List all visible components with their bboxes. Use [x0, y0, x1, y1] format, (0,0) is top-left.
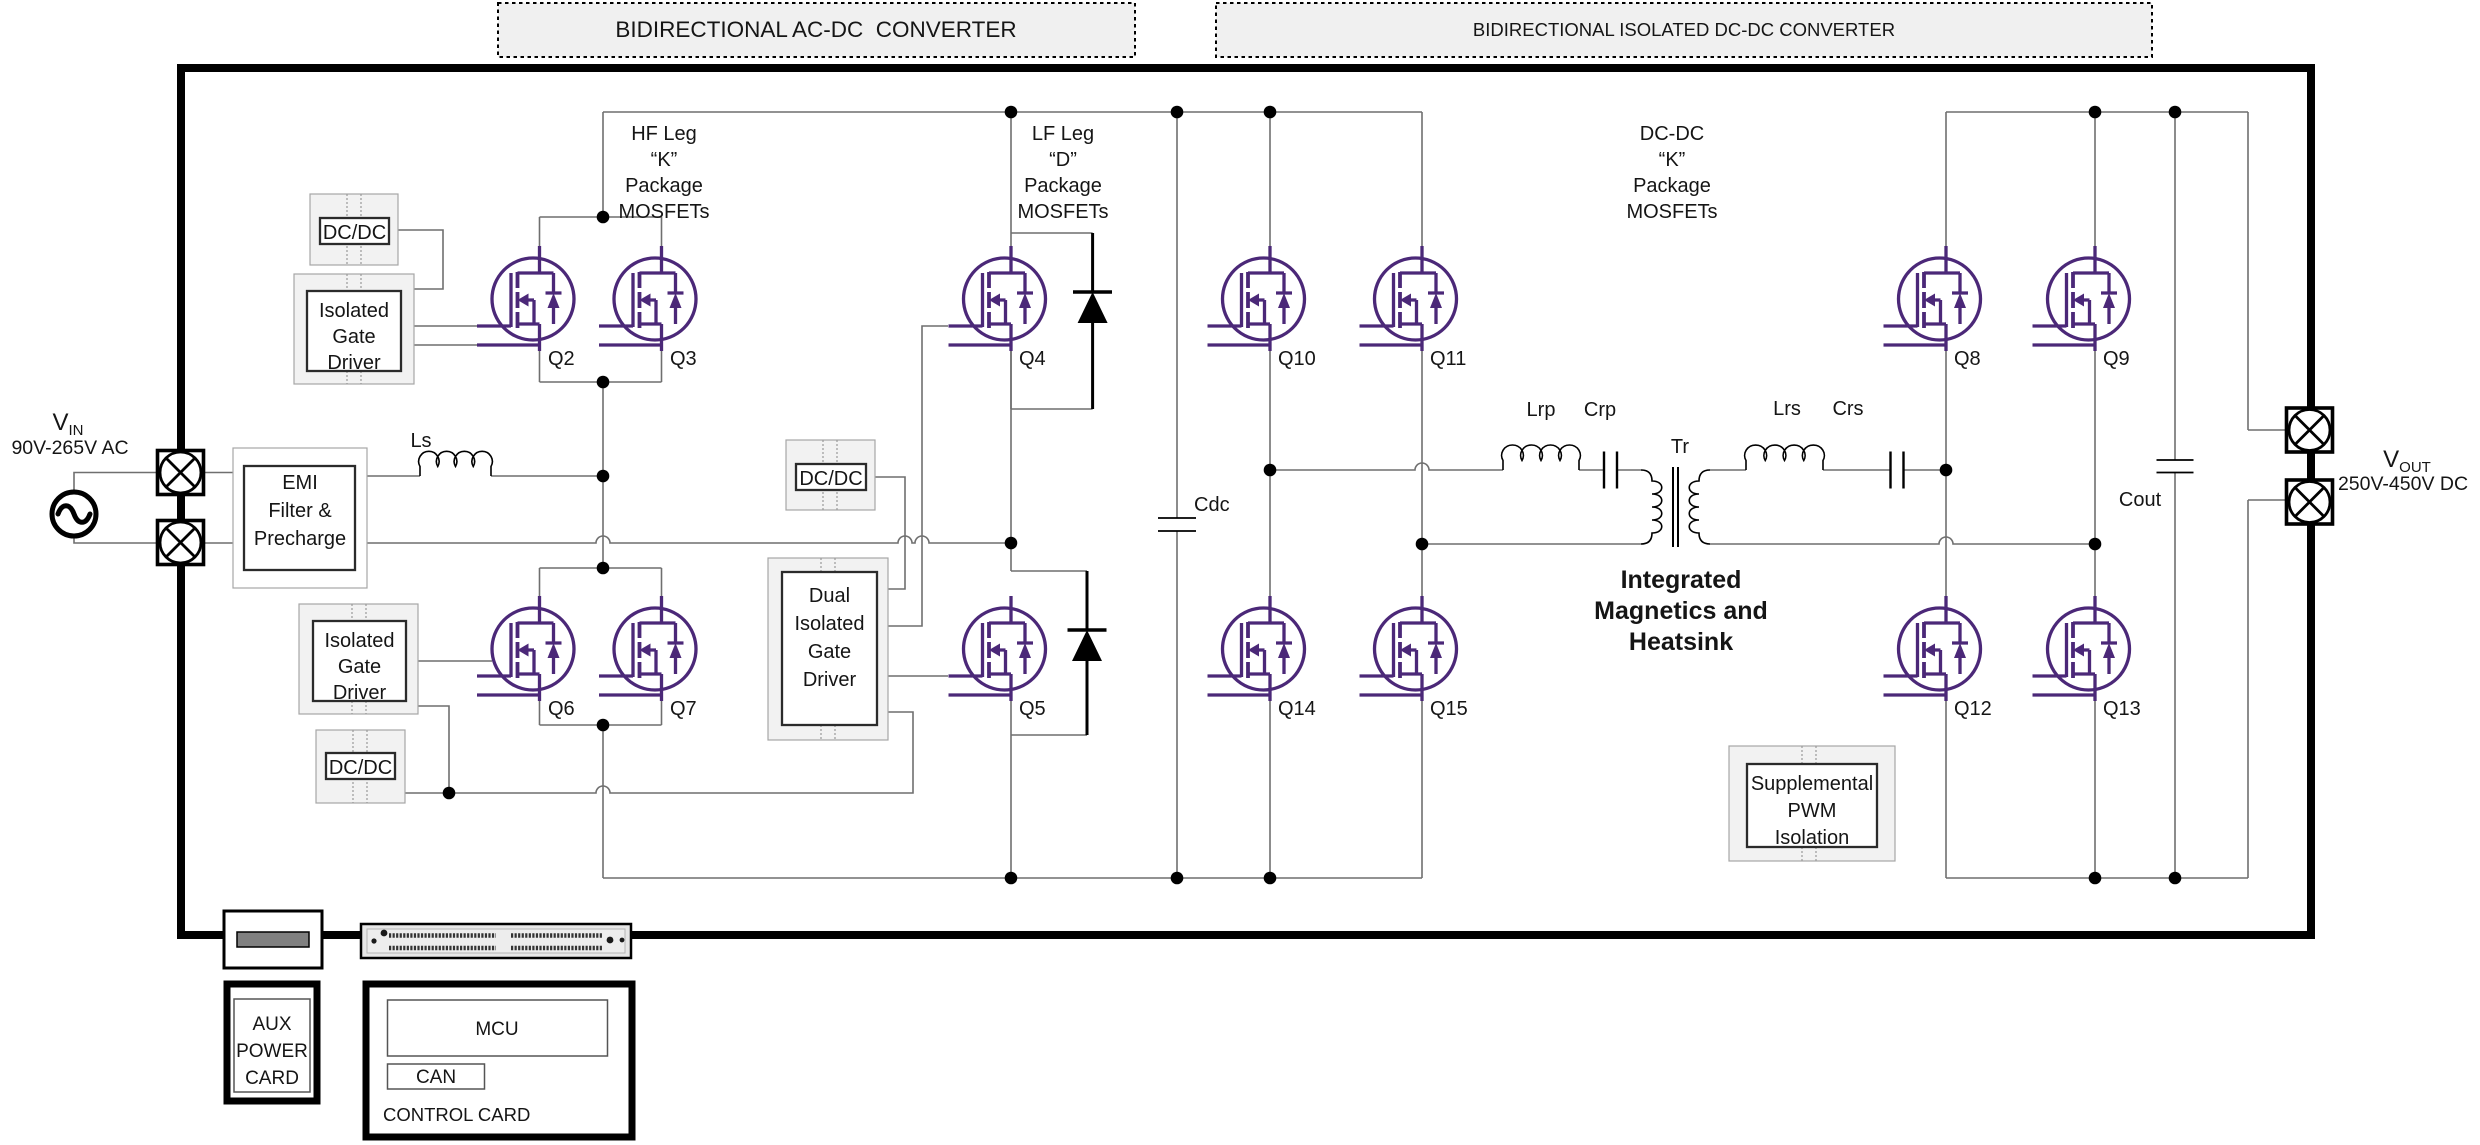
svg-text:Cout: Cout: [2119, 489, 2162, 511]
svg-text:Package: Package: [1024, 175, 1102, 197]
svg-text:BIDIRECTIONAL AC-DC CONVERTER: BIDIRECTIONAL AC-DC CONVERTER: [615, 17, 1016, 42]
svg-text:Supplemental: Supplemental: [1751, 773, 1873, 795]
svg-text:Cdc: Cdc: [1194, 494, 1230, 516]
svg-text:250V-450V DC: 250V-450V DC: [2338, 473, 2468, 495]
svg-text:Isolated: Isolated: [324, 630, 394, 652]
svg-text:Q8: Q8: [1954, 348, 1981, 370]
svg-text:Q7: Q7: [670, 698, 697, 720]
svg-text:Gate: Gate: [332, 326, 375, 348]
svg-text:Integrated: Integrated: [1621, 566, 1742, 594]
svg-text:Ls: Ls: [410, 430, 431, 452]
svg-text:Filter &: Filter &: [268, 500, 332, 522]
svg-text:MOSFETs: MOSFETs: [1626, 201, 1717, 223]
svg-text:Q12: Q12: [1954, 698, 1992, 720]
svg-text:Tr: Tr: [1671, 436, 1689, 458]
svg-text:Precharge: Precharge: [254, 528, 346, 550]
svg-text:Q13: Q13: [2103, 698, 2141, 720]
svg-text:Q14: Q14: [1278, 698, 1316, 720]
svg-text:EMI: EMI: [282, 472, 318, 494]
svg-text:Crp: Crp: [1584, 399, 1616, 421]
svg-text:MOSFETs: MOSFETs: [1017, 201, 1108, 223]
svg-text:DC/DC: DC/DC: [329, 757, 392, 779]
svg-text:Isolated: Isolated: [794, 613, 864, 635]
svg-text:Package: Package: [625, 175, 703, 197]
svg-text:Magnetics and: Magnetics and: [1594, 597, 1768, 625]
svg-text:“K”: “K”: [1659, 149, 1686, 171]
svg-text:“K”: “K”: [651, 149, 678, 171]
svg-text:Isolation: Isolation: [1775, 827, 1850, 849]
svg-text:DC/DC: DC/DC: [323, 222, 386, 244]
svg-text:Gate: Gate: [808, 641, 851, 663]
svg-text:LF Leg: LF Leg: [1032, 123, 1094, 145]
svg-text:Driver: Driver: [803, 669, 857, 691]
svg-text:AUX: AUX: [252, 1014, 291, 1035]
svg-text:HF Leg: HF Leg: [631, 123, 697, 145]
svg-text:Q3: Q3: [670, 348, 697, 370]
svg-text:Q5: Q5: [1019, 698, 1046, 720]
svg-text:Crs: Crs: [1832, 398, 1863, 420]
svg-text:Heatsink: Heatsink: [1629, 628, 1733, 656]
svg-text:Dual: Dual: [809, 585, 850, 607]
svg-text:Isolated: Isolated: [319, 300, 389, 322]
svg-text:Q10: Q10: [1278, 348, 1316, 370]
svg-text:PWM: PWM: [1788, 800, 1837, 822]
svg-text:MOSFETs: MOSFETs: [618, 201, 709, 223]
svg-text:VIN: VIN: [52, 409, 83, 439]
svg-text:Gate: Gate: [338, 656, 381, 678]
svg-text:POWER: POWER: [236, 1041, 308, 1062]
svg-text:Q4: Q4: [1019, 348, 1046, 370]
svg-text:MCU: MCU: [475, 1019, 518, 1040]
svg-text:Lrs: Lrs: [1773, 398, 1801, 420]
svg-text:CONTROL CARD: CONTROL CARD: [383, 1104, 530, 1125]
svg-text:CAN: CAN: [416, 1067, 456, 1088]
svg-text:Q11: Q11: [1430, 348, 1466, 370]
svg-text:VOUT: VOUT: [2383, 446, 2431, 476]
svg-text:Q15: Q15: [1430, 698, 1468, 720]
svg-text:Driver: Driver: [333, 682, 387, 704]
svg-text:Q2: Q2: [548, 348, 575, 370]
svg-text:DC-DC: DC-DC: [1640, 123, 1704, 145]
svg-text:Driver: Driver: [327, 352, 381, 374]
svg-text:Q9: Q9: [2103, 348, 2130, 370]
svg-text:Q6: Q6: [548, 698, 575, 720]
svg-text:CARD: CARD: [245, 1068, 299, 1089]
svg-text:Package: Package: [1633, 175, 1711, 197]
svg-text:DC/DC: DC/DC: [799, 468, 862, 490]
svg-text:90V-265V AC: 90V-265V AC: [11, 437, 128, 459]
svg-text:“D”: “D”: [1049, 149, 1077, 171]
svg-text:Lrp: Lrp: [1527, 399, 1556, 421]
svg-text:BIDIRECTIONAL ISOLATED DC-DC C: BIDIRECTIONAL ISOLATED DC-DC CONVERTER: [1473, 19, 1895, 40]
